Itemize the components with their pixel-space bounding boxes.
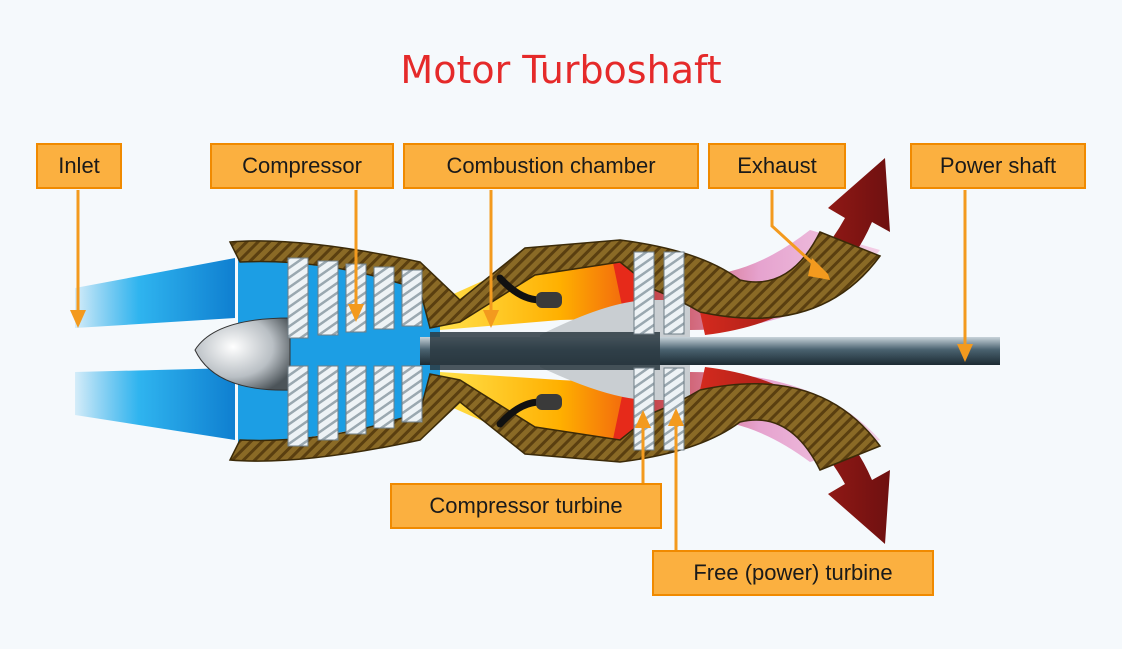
compressor-blade-lower: [287, 365, 309, 447]
label-power-shaft: Power shaft: [910, 143, 1086, 189]
compressor-blade-lower: [401, 365, 423, 423]
fuel-nozzle-lower: [536, 394, 562, 410]
label-exhaust: Exhaust: [708, 143, 846, 189]
compressor-blade-lower: [373, 365, 395, 429]
leader-line-exhaust: [770, 190, 822, 272]
compressor-blade-lower: [317, 365, 339, 441]
turbine-blade-upper: [633, 251, 655, 335]
leader-arrowheads: [70, 258, 973, 428]
arrowhead-free-turbine: [668, 408, 684, 426]
compressor-blade-lower: [345, 365, 367, 435]
turbine-blade-upper: [663, 251, 685, 335]
compressor-blade-upper: [401, 269, 423, 327]
fuel-nozzle-upper: [536, 292, 562, 308]
compressor-blade-upper: [317, 260, 339, 336]
turbine-blade-lower: [663, 367, 685, 451]
inlet-airflow-lower: [75, 368, 235, 440]
combustion-flame-lower: [440, 372, 640, 450]
label-inlet: Inlet: [36, 143, 122, 189]
arrowhead-compressor: [348, 304, 364, 322]
spinner-nose-cone: [194, 317, 291, 391]
arrowhead-exhaust: [808, 258, 830, 280]
arrowhead-combustion: [483, 310, 499, 328]
label-free-power-turbine: Free (power) turbine: [652, 550, 934, 596]
leader-lines: [76, 190, 967, 550]
label-compressor-turbine: Compressor turbine: [390, 483, 662, 529]
turbine-blades: [633, 251, 685, 451]
inlet-airflow-upper: [75, 258, 235, 328]
compressor-blades: [287, 257, 423, 447]
compressor-blade-upper: [287, 257, 309, 339]
compressor-blade-upper: [373, 266, 395, 330]
arrowhead-compressor-turbine: [635, 410, 651, 428]
exhaust-arrow-lower: [700, 367, 890, 544]
label-combustion-chamber: Combustion chamber: [403, 143, 699, 189]
diagram-title: Motor Turboshaft: [400, 48, 722, 92]
arrowhead-inlet: [70, 310, 86, 328]
shaft-inner-sleeve: [430, 332, 660, 370]
arrowhead-power-shaft: [957, 344, 973, 362]
exhaust-arrow-upper: [700, 158, 890, 335]
label-compressor: Compressor: [210, 143, 394, 189]
